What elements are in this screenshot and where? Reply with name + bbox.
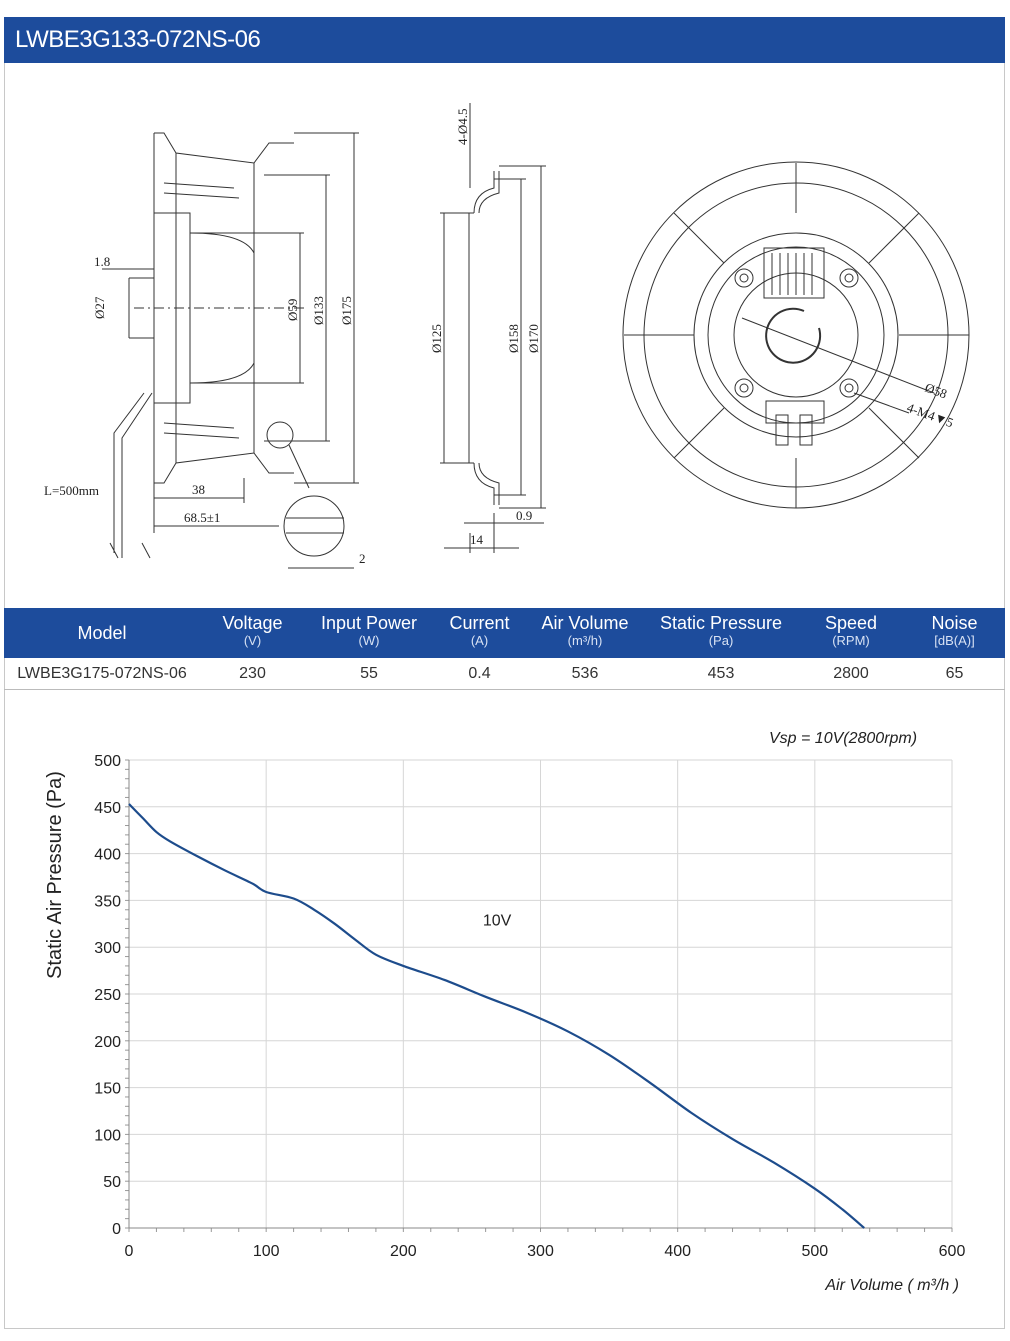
dim-label: Ø175 [339,296,354,325]
y-tick-label: 100 [94,1127,121,1144]
y-tick-label: 350 [94,893,121,910]
cell-noise: 65 [945,665,964,682]
x-tick-label: 500 [801,1243,828,1260]
y-axis-label: Static Air Pressure (Pa) [44,771,66,979]
performance-chart: 0 100 200 300 400 500 600 0 50 100 150 200 250 300 350… [4,690,1005,1329]
dim-label: Ø133 [311,296,326,325]
x-tick-label: 100 [253,1243,280,1260]
drawing-svg: 1.8 Ø27 Ø59 Ø133 Ø175 L=500mm 38 68.5±1 … [44,103,970,569]
y-tick-label: 200 [94,1034,121,1051]
dim-label: 68.5±1 [184,510,220,525]
x-tick-label: 0 [125,1243,134,1260]
y-tick-label: 250 [94,987,121,1004]
cell-input-power: 55 [360,665,378,682]
cell-speed: 2800 [833,665,869,682]
header-current: Current(A) [449,613,510,648]
dim-label: L=500mm [44,483,99,498]
page-title: LWBE3G133-072NS-06 [15,26,261,53]
dim-label: Ø158 [506,324,521,353]
dim-label: 1.8 [94,254,110,269]
x-tick-label: 400 [664,1243,691,1260]
series-line-10v [128,803,865,1229]
x-tick-label: 600 [939,1243,966,1260]
spec-table-row: LWBE3G175-072NS-06 230 55 0.4 536 453 28… [4,658,1005,690]
title-bar: LWBE3G133-072NS-06 [4,17,1005,63]
header-static-pressure: Static Pressure(Pa) [659,613,783,648]
dim-label: 4-Ø4.5 [455,109,470,145]
x-axis-label: Air Volume ( m³/h ) [824,1277,959,1294]
cell-voltage: 230 [239,665,266,682]
dim-label: 0.9 [516,508,532,523]
header-noise: Noise[dB(A)] [931,613,978,648]
dim-label: Ø27 [92,296,107,319]
header-model: Model [77,623,127,643]
header-speed: Speed(RPM) [824,613,878,648]
cell-current: 0.4 [468,665,491,682]
chart-annotation: Vsp = 10V(2800rpm) [769,730,917,747]
dim-label: 2 [359,551,366,566]
dim-label: 4-M4▼5 [905,400,955,431]
dim-label: Ø170 [526,324,541,353]
y-tick-label: 450 [94,800,121,817]
header-air-volume: Air Volume(m³/h) [541,613,629,648]
series-label: 10V [483,913,512,930]
x-tick-label: 300 [527,1243,554,1260]
cell-model: LWBE3G175-072NS-06 [17,665,187,682]
middle-profile [468,171,495,505]
cell-static-pressure: 453 [707,665,735,682]
header-voltage: Voltage(V) [222,613,283,648]
technical-drawing: 1.8 Ø27 Ø59 Ø133 Ø175 L=500mm 38 68.5±1 … [4,63,1005,608]
y-tick-label: 0 [112,1221,121,1238]
y-tick-label: 50 [103,1174,121,1191]
dim-label: Ø125 [429,324,444,353]
dim-label: Ø58 [923,380,949,402]
header-input-power: Input Power(W) [320,613,418,648]
x-tick-label: 200 [390,1243,417,1260]
dim-label: 38 [192,482,205,497]
y-tick-label: 300 [94,940,121,957]
spec-table-header: Model Voltage(V) Input Power(W) Current(… [4,608,1005,658]
cell-air-volume: 536 [571,665,599,682]
dim-label: Ø59 [285,299,300,321]
y-tick-label: 500 [94,753,121,770]
y-tick-label: 150 [94,1081,121,1098]
dim-label: 14 [470,532,484,547]
y-tick-label: 400 [94,847,121,864]
chart-svg: 0 100 200 300 400 500 600 0 50 100 150 200 250 300 350… [44,730,966,1294]
